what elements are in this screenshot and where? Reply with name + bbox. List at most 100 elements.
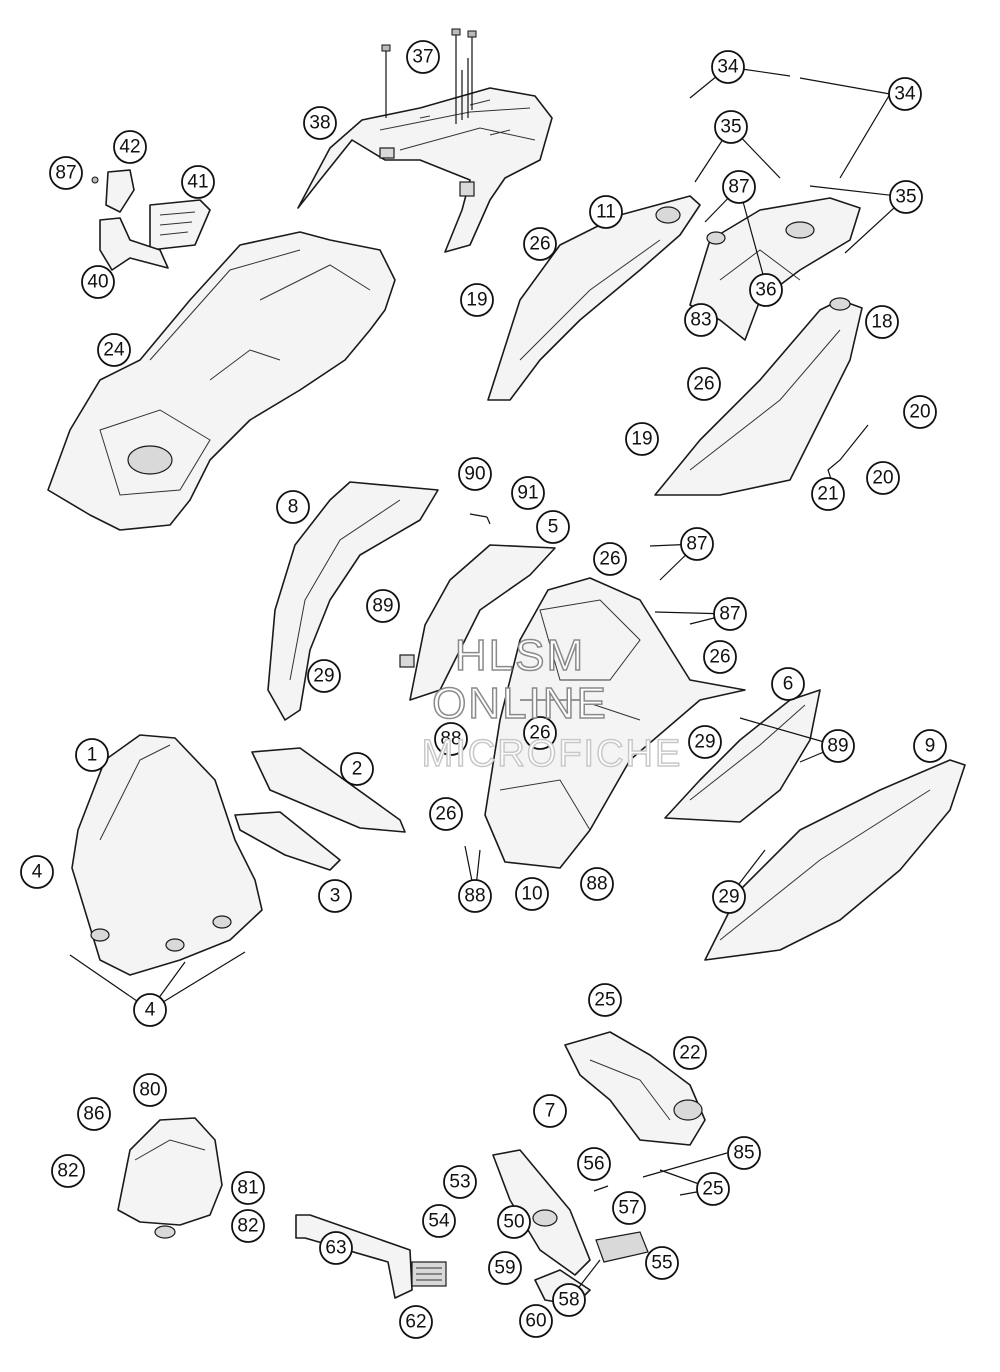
callout-20: 20: [866, 461, 900, 495]
callout-55: 55: [645, 1246, 679, 1280]
callout-2: 2: [340, 752, 374, 786]
svg-text:88: 88: [440, 729, 461, 750]
callout-21: 21: [811, 477, 845, 511]
part-38-rear-rack: [297, 87, 553, 253]
svg-text:9: 9: [925, 736, 936, 757]
svg-text:7: 7: [545, 1101, 556, 1122]
svg-text:36: 36: [755, 280, 776, 301]
svg-text:86: 86: [83, 1104, 104, 1125]
callout-87: 87: [680, 527, 714, 561]
part-55-reflector: [595, 1231, 649, 1263]
part-3-deflector: [234, 811, 341, 871]
svg-text:90: 90: [464, 464, 485, 485]
svg-text:37: 37: [412, 47, 433, 68]
callout-26: 26: [523, 716, 557, 750]
svg-text:89: 89: [827, 736, 848, 757]
callout-29: 29: [307, 659, 341, 693]
svg-text:26: 26: [709, 647, 730, 668]
callout-20: 20: [903, 395, 937, 429]
callout-41: 41: [181, 165, 215, 199]
part-21-clip: [827, 424, 869, 483]
svg-text:60: 60: [525, 1311, 546, 1332]
svg-text:59: 59: [494, 1258, 515, 1279]
callout-37: 37: [406, 40, 440, 74]
callout-4: 4: [133, 993, 167, 1027]
svg-text:81: 81: [237, 1178, 258, 1199]
callout-24: 24: [97, 333, 131, 367]
watermark-line-1: HLSM: [455, 631, 585, 680]
callout-59: 59: [488, 1251, 522, 1285]
callout-89: 89: [821, 729, 855, 763]
svg-text:4: 4: [145, 1000, 156, 1021]
svg-text:83: 83: [690, 310, 711, 331]
svg-text:35: 35: [895, 187, 916, 208]
part-6-side-panel: [664, 689, 821, 823]
callout-9: 9: [913, 729, 947, 763]
part-36-tail-cover: [689, 197, 861, 341]
svg-text:21: 21: [817, 484, 838, 505]
svg-text:25: 25: [594, 990, 615, 1011]
watermark-line-3: MICROFICHE: [422, 733, 683, 775]
svg-text:2: 2: [352, 759, 363, 780]
part-10-front-fairing: [484, 577, 746, 869]
svg-text:42: 42: [119, 137, 140, 158]
svg-text:55: 55: [651, 1253, 672, 1274]
svg-text:29: 29: [313, 666, 334, 687]
watermark: HLSM ONLINE MICROFICHE: [421, 630, 683, 776]
callout-60: 60: [519, 1304, 553, 1338]
callout-54: 54: [422, 1204, 456, 1238]
svg-text:5: 5: [548, 517, 559, 538]
svg-text:4: 4: [32, 862, 43, 883]
callout-4: 4: [20, 855, 54, 889]
svg-text:26: 26: [529, 723, 550, 744]
callout-82: 82: [231, 1209, 265, 1243]
part-37-bolts: [381, 28, 477, 124]
callout-38: 38: [303, 106, 337, 140]
part-11-side-cover-left: [487, 195, 701, 401]
svg-text:35: 35: [720, 117, 741, 138]
part-80-cowl: [117, 1117, 223, 1239]
svg-text:34: 34: [717, 57, 739, 78]
callout-list: 1 2 3 4 4 5 6 7 8 9 10 11 18 19 19 20 20…: [20, 40, 947, 1339]
callout-26: 26: [703, 640, 737, 674]
svg-text:29: 29: [694, 732, 715, 753]
callout-3: 3: [318, 879, 352, 913]
svg-text:26: 26: [693, 374, 714, 395]
part-63-bracket: [295, 1214, 413, 1299]
callout-42: 42: [113, 130, 147, 164]
svg-text:62: 62: [405, 1312, 426, 1333]
svg-text:87: 87: [686, 534, 707, 555]
svg-text:29: 29: [718, 887, 739, 908]
callout-29: 29: [712, 880, 746, 914]
callout-87: 87: [713, 597, 747, 631]
callout-88: 88: [458, 879, 492, 913]
svg-text:26: 26: [599, 549, 620, 570]
part-8-shroud-left: [267, 481, 439, 721]
svg-text:20: 20: [872, 468, 893, 489]
svg-text:1: 1: [87, 745, 98, 766]
svg-text:57: 57: [618, 1198, 639, 1219]
callout-63: 63: [319, 1231, 353, 1265]
svg-text:20: 20: [909, 402, 930, 423]
callout-25: 25: [696, 1172, 730, 1206]
svg-text:53: 53: [449, 1172, 470, 1193]
callout-25: 25: [588, 983, 622, 1017]
callout-36: 36: [749, 273, 783, 307]
svg-text:3: 3: [330, 886, 341, 907]
svg-text:87: 87: [728, 177, 749, 198]
svg-text:24: 24: [103, 340, 125, 361]
callout-85: 85: [727, 1136, 761, 1170]
part-9-side-fairing: [704, 759, 966, 961]
callout-87: 87: [49, 156, 83, 190]
part-22-tail-bracket: [564, 1031, 706, 1146]
callout-26: 26: [523, 227, 557, 261]
callout-91: 91: [511, 476, 545, 510]
svg-text:40: 40: [87, 272, 108, 293]
svg-text:88: 88: [464, 886, 485, 907]
callout-53: 53: [443, 1165, 477, 1199]
svg-text:89: 89: [372, 596, 393, 617]
callout-87: 87: [722, 170, 756, 204]
callout-62: 62: [399, 1305, 433, 1339]
callout-50: 50: [497, 1205, 531, 1239]
